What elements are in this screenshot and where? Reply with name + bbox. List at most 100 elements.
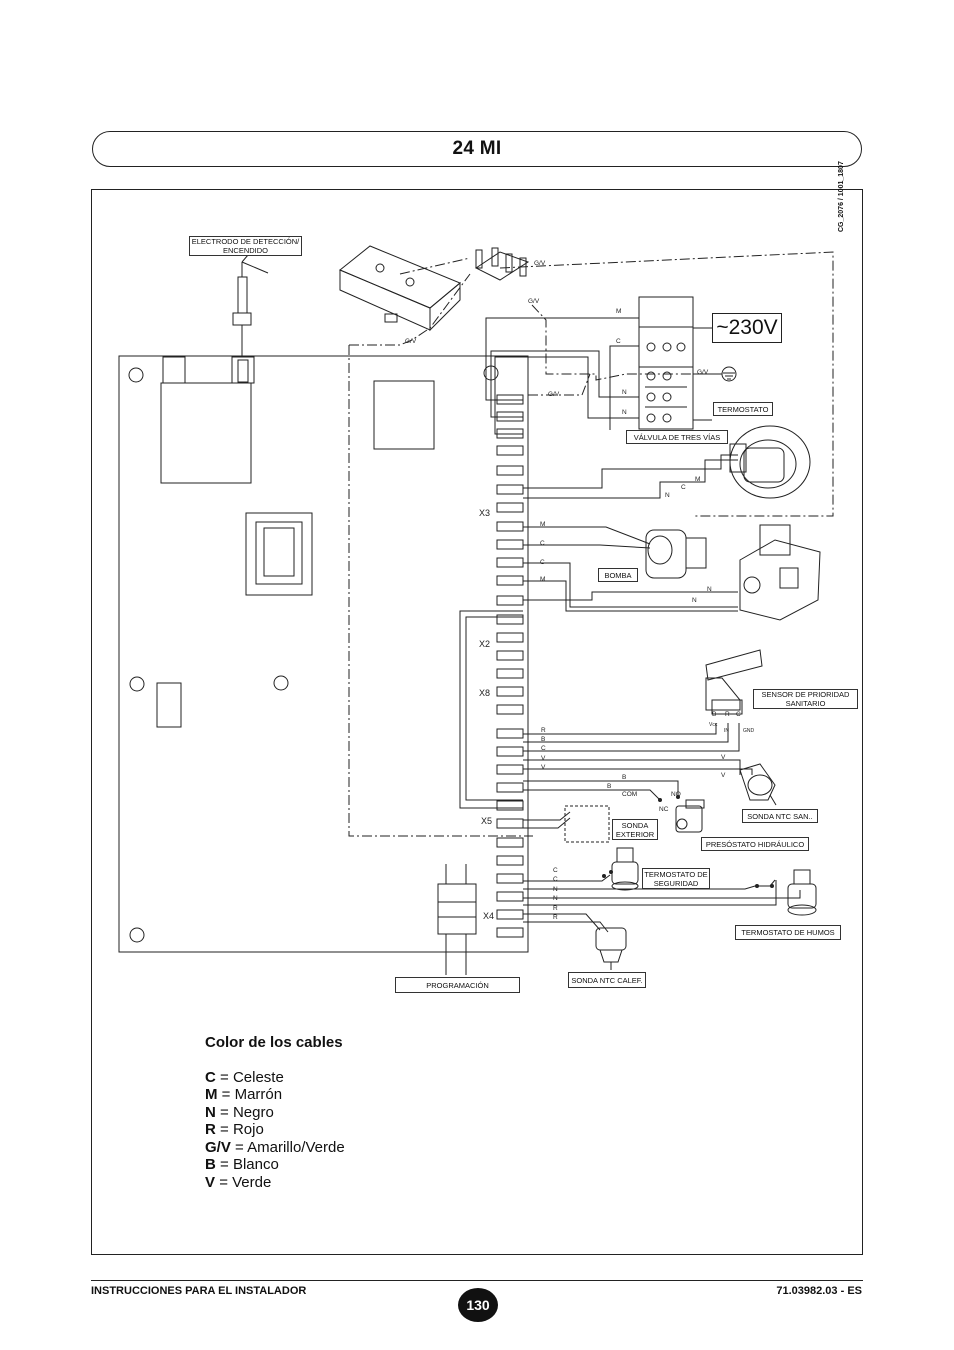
pump-wires [523, 526, 738, 612]
contact-no: NO [671, 791, 681, 798]
three-way-valve-icon [729, 425, 811, 499]
burner-bracket-icon [339, 245, 461, 332]
transformer-window [263, 527, 295, 577]
board-hole [273, 675, 289, 691]
ntc-heating-icon [595, 927, 627, 970]
title-bar: 24 MI [92, 131, 862, 167]
programming-connector [437, 883, 477, 935]
wire-label-b: B [607, 783, 612, 790]
pin-label-in: IN [724, 728, 729, 734]
diagram-frame [91, 189, 863, 1255]
pin-label-vcc: Vcc [709, 722, 718, 728]
wire-label-b: B [541, 736, 546, 743]
page-number: 130 [458, 1288, 498, 1322]
control-board [118, 355, 529, 953]
contact-nc: NC [659, 806, 669, 813]
connector-x5: X5 [481, 816, 493, 826]
ignition-terminal-inner [237, 359, 249, 383]
label-three-way-valve: VÁLVULA DE TRES VÍAS [626, 430, 728, 444]
wire-label-c: C [616, 338, 621, 345]
wire-label-m: M [616, 308, 622, 315]
wire-label-n: N [707, 586, 712, 593]
board-hole [129, 927, 145, 943]
sensor-wires [523, 723, 801, 933]
wire-label-m: M [695, 476, 701, 483]
dhw-priority-sensor-icon [705, 649, 763, 715]
wire-label-n: N [622, 389, 627, 396]
ntc-dhw-icon [739, 763, 777, 806]
pump-icon [645, 529, 707, 579]
legend-item: N = Negro [205, 1103, 274, 1121]
wire-label-gv: G/V [528, 298, 540, 305]
electrode-icon [232, 254, 269, 357]
transformer-core [255, 521, 303, 585]
label-dhw-priority-sensor: SENSOR DE PRIORIDAD SANITARIO [753, 689, 858, 709]
label-programming: PROGRAMACIÓN [395, 977, 520, 993]
wire-label-b: B [712, 711, 717, 718]
spark-terminal-icon [475, 247, 530, 281]
legend-item: B = Blanco [205, 1156, 279, 1173]
transformer [245, 512, 313, 596]
connector-x8: X8 [479, 688, 491, 698]
footer-document-code: 71.03982.03 - ES [776, 1285, 862, 1297]
wire-label-v: V [541, 755, 546, 762]
ground-wires [348, 251, 834, 837]
wire-label-r: R [541, 727, 546, 734]
label-pressure-switch: PRESÓSTATO HIDRÁULICO [701, 837, 809, 851]
connector-x4: X4 [483, 911, 495, 921]
footer-divider [91, 1280, 863, 1281]
legend-title: Color de los cables [205, 1034, 343, 1051]
safety-thermostat-icon [611, 847, 639, 891]
wire-label-n: N [692, 597, 697, 604]
wire-label-c: C [553, 876, 558, 883]
ignition-terminal [231, 356, 255, 384]
wire-label-n: N [553, 886, 558, 893]
wire-label-c: C [736, 711, 741, 718]
external-probe-symbol [564, 805, 610, 843]
ignition-terminal [162, 356, 186, 384]
wire-label-c: C [540, 559, 545, 566]
wire-label-b: B [622, 774, 627, 781]
relay [373, 380, 435, 450]
connector-pins [496, 394, 524, 938]
wire-label-r: R [553, 905, 558, 912]
label-ntc-heating: SONDA NTC CALEF. [568, 972, 646, 988]
neutral-loop [459, 610, 523, 809]
valve-wires [523, 454, 738, 499]
label-flue-thermostat: TERMOSTATO DE HUMOS [735, 925, 841, 940]
drawing-code: CG_2076 / 1001_1807 [838, 161, 845, 232]
voltage-label: ~230V [712, 313, 782, 343]
wire-label-c: C [540, 540, 545, 547]
page-title: 24 MI [452, 138, 502, 159]
label-electrode: ELECTRODO DE DETECCIÓN/ ENCENDIDO [189, 236, 302, 256]
wire-label-r: R [553, 914, 558, 921]
wire-label-c: C [541, 745, 546, 752]
legend-item: V = Verde [205, 1173, 272, 1191]
switch-contacts [602, 795, 774, 888]
wire-label-n: N [622, 409, 627, 416]
wire-label-m: M [540, 521, 546, 528]
board-hole [129, 676, 145, 692]
wire-label-v: V [541, 764, 546, 771]
wire-label-v: V [721, 772, 726, 779]
legend-item: M = Marrón [205, 1086, 283, 1103]
power-wires [485, 317, 712, 435]
label-safety-thermostat: TERMOSTATO DE SEGURIDAD [642, 868, 710, 889]
wire-label-v: V [721, 754, 726, 761]
connector-x3: X3 [479, 508, 491, 518]
wire-label-n: N [665, 492, 670, 499]
legend-item: G/V = Amarillo/Verde [205, 1138, 345, 1156]
legend-item: R = Rojo [205, 1121, 264, 1138]
wire-label-m: M [540, 576, 546, 583]
label-thermostat: TERMOSTATO [713, 402, 773, 416]
legend-item: C = Celeste [205, 1068, 284, 1086]
label-pump: BOMBA [598, 568, 638, 582]
ignition-module [160, 382, 252, 484]
wire-label-c: C [681, 484, 686, 491]
wire-color-legend: Color de los cables C = Celeste M = Marr… [205, 1034, 345, 1191]
footer-left-text: INSTRUCCIONES PARA EL INSTALADOR [91, 1285, 307, 1297]
wire-label-n: N [553, 895, 558, 902]
label-external-probe: SONDA EXTERIOR [612, 819, 658, 840]
wire-label-c: C [553, 867, 558, 874]
